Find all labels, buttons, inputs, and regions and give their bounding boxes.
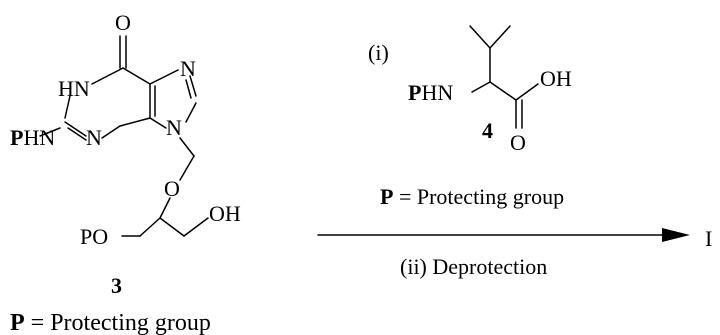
compound-3: O HN N N N PHN O OH PO 3 P = Protecting … [10,10,241,335]
compound-4: (i) PHN OH O 4 [368,25,572,155]
note-p-symbol: P [10,310,25,335]
carboxyl-oh-label: OH [540,66,572,91]
compound-3-number: 3 [111,273,122,298]
arrow-note-below: (ii) Deprotection [400,254,547,279]
protected-amine-label: PHN [10,125,55,150]
ether-oxygen-label: O [164,176,180,201]
valine-p-symbol: P [408,80,421,105]
compound-4-number: 4 [482,118,493,143]
arrow-note-text: = Protecting group [393,184,564,209]
reaction-arrow-group: P = Protecting group (ii) Deprotection [317,184,690,279]
protecting-group-symbol: P [10,125,23,150]
n9-label: N [166,115,182,140]
note-text: = Protecting group [25,310,211,335]
product-fragment: I [705,226,712,251]
hn-label: HN [58,76,90,101]
valine-hn-label: HN [421,80,453,105]
amine-hn-label: HN [23,125,55,150]
n1-label: N [86,125,102,150]
carbonyl-oxygen-label: O [115,10,131,35]
carboxyl-oxygen-label: O [510,130,526,155]
arrow-note-above: P = Protecting group [380,184,564,209]
valine-amine-label: PHN [408,80,453,105]
step-i-label: (i) [368,40,389,65]
compound-3-note: P = Protecting group [10,310,211,335]
protected-oxygen-label: PO [80,224,108,249]
arrow-note-p-symbol: P [380,184,393,209]
hydroxyl-label: OH [209,201,241,226]
n7-label: N [180,56,196,81]
reaction-arrow-head [662,228,690,242]
